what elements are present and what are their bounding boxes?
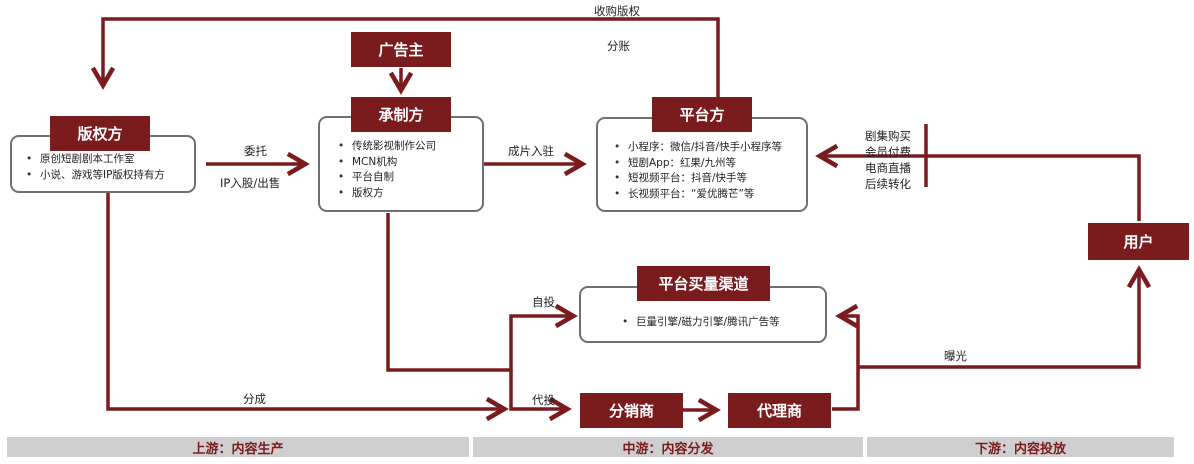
list-item: 平台自制 — [338, 170, 436, 186]
list-item: 小程序：微信/抖音/快手小程序等 — [614, 140, 782, 156]
user-action: 后续转化 — [865, 177, 911, 191]
producer-list: 传统影视制作公司 MCN机构 平台自制 版权方 — [338, 139, 436, 201]
arrow-producer-to-channel — [386, 213, 578, 372]
agent-title: 代理商 — [728, 393, 831, 428]
user-title: 用户 — [1088, 223, 1189, 260]
band-upstream: 上游：内容生产 — [7, 437, 469, 457]
label-revenue-share-top: 分账 — [607, 39, 630, 53]
label-user-actions: 剧集购买 会员付费 电商直播 后续转化 — [860, 128, 916, 192]
platform-list: 小程序：微信/抖音/快手小程序等 短剧App：红果/九州等 短视频平台：抖音/快… — [614, 140, 782, 202]
advertiser-title: 广告主 — [351, 32, 451, 67]
copyright-holder-list: 原创短剧剧本工作室 小说、游戏等IP版权持有方 — [26, 152, 165, 183]
band-midstream: 中游：内容分发 — [473, 437, 863, 457]
distributor-title: 分销商 — [580, 393, 683, 428]
label-commission: 委托 — [244, 144, 267, 158]
user-action: 剧集购买 — [865, 129, 911, 143]
arrow-platform-to-copyright — [90, 17, 720, 97]
label-self-placement: 自投 — [532, 295, 555, 309]
list-item: 小说、游戏等IP版权持有方 — [26, 168, 165, 184]
list-item: 版权方 — [338, 186, 436, 202]
label-exposure: 曝光 — [944, 349, 967, 363]
user-action: 会员付费 — [865, 145, 911, 159]
label-ip-stake: IP入股/出售 — [220, 176, 281, 190]
producer-title: 承制方 — [351, 97, 451, 132]
list-item: 短剧App：红果/九州等 — [614, 156, 782, 172]
band-downstream: 下游：内容投放 — [867, 437, 1174, 457]
list-item: 短视频平台：抖音/快手等 — [614, 171, 782, 187]
list-item: 原创短剧剧本工作室 — [26, 152, 165, 168]
label-proxy-placement: 代投 — [532, 393, 555, 407]
platform-title: 平台方 — [652, 97, 752, 132]
ad-channel-title: 平台买量渠道 — [637, 266, 770, 301]
list-item: 长视频平台：“爱优腾芒”等 — [614, 187, 782, 203]
copyright-holder-title: 版权方 — [50, 116, 150, 151]
label-acquire: 收购版权 — [594, 4, 640, 18]
label-onboard: 成片入驻 — [508, 144, 554, 158]
list-item: MCN机构 — [338, 155, 436, 171]
label-revenue-share-bottom: 分成 — [243, 392, 266, 406]
arrow-agent-to-channel — [832, 303, 860, 411]
arrow-agent-to-user — [858, 265, 1152, 369]
arrow-copyright-to-distributor — [106, 192, 509, 422]
ad-channel-list: 巨量引擎/磁力引擎/腾讯广告等 — [622, 315, 780, 331]
user-action: 电商直播 — [865, 161, 911, 175]
arrow-producer-to-distributor — [509, 370, 572, 422]
list-item: 巨量引擎/磁力引擎/腾讯广告等 — [622, 315, 780, 331]
list-item: 传统影视制作公司 — [338, 139, 436, 155]
